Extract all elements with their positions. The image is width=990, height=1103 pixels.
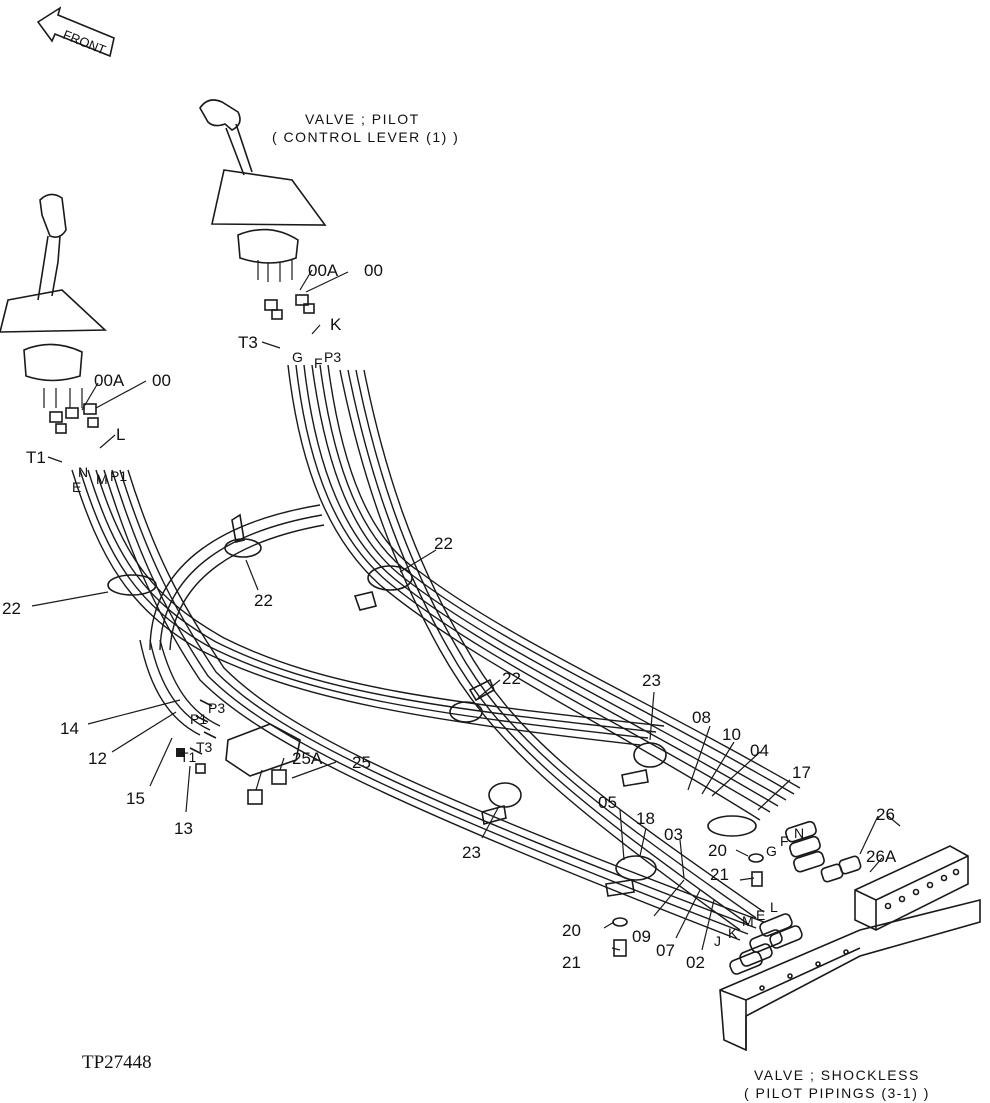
- callout-00a-left: 00A: [94, 371, 125, 390]
- callout-22-center: 22: [502, 669, 521, 688]
- end-port-f: F: [780, 833, 789, 849]
- callout-08: 08: [692, 708, 711, 727]
- hose-end-fittings: [729, 820, 862, 975]
- bottom-valve-caption: VALVE ; SHOCKLESS ( PILOT PIPINGS (3-1) …: [744, 1067, 930, 1101]
- callout-23-lower: 23: [462, 843, 481, 862]
- callout-22-mid: 22: [254, 591, 273, 610]
- callout-15: 15: [126, 789, 145, 808]
- drawing-code: TP27448: [82, 1052, 152, 1073]
- callout-26a: 26A: [866, 847, 897, 866]
- clamp-18: [615, 855, 657, 881]
- port-p3-mid: P3: [208, 700, 225, 716]
- end-port-l: L: [770, 899, 778, 915]
- clamp-23-lower: [488, 782, 522, 808]
- callout-22-left: 22: [2, 599, 21, 618]
- callout-20-upper: 20: [708, 841, 727, 860]
- clamp-23-right: [633, 742, 667, 768]
- bottom-valve-subtitle: ( PILOT PIPINGS (3-1) ): [744, 1085, 930, 1101]
- callout-05: 05: [598, 793, 617, 812]
- port-l: L: [116, 425, 125, 444]
- hose-bundles: [71, 364, 801, 941]
- front-arrow: FRONT: [36, 6, 115, 58]
- callout-13: 13: [174, 819, 193, 838]
- port-t1-mid: T1: [180, 749, 197, 765]
- callout-12: 12: [88, 749, 107, 768]
- left-control-lever: [0, 193, 107, 434]
- end-port-m: M: [742, 913, 754, 929]
- callout-21-lower: 21: [562, 953, 581, 972]
- fasteners: [612, 853, 764, 957]
- top-valve-caption: VALVE ; PILOT ( CONTROL LEVER (1) ): [272, 111, 459, 145]
- callout-10: 10: [722, 725, 741, 744]
- port-t3-mid: T3: [196, 739, 213, 755]
- small-pilot-valve: [176, 699, 301, 805]
- right-control-lever: [199, 99, 327, 320]
- port-t1: T1: [26, 448, 46, 467]
- callout-09: 09: [632, 927, 651, 946]
- top-valve-title: VALVE ; PILOT: [305, 111, 420, 127]
- shockless-valve: [719, 845, 981, 1052]
- port-t3: T3: [238, 333, 258, 352]
- end-port-n: N: [794, 825, 804, 841]
- top-valve-subtitle: ( CONTROL LEVER (1) ): [272, 129, 459, 145]
- clamp-22-center: [449, 701, 483, 723]
- clamp-17: [707, 815, 757, 837]
- callout-18: 18: [636, 809, 655, 828]
- port-e: E: [72, 479, 81, 495]
- callout-25a: 25A: [292, 749, 323, 768]
- callout-26: 26: [876, 805, 895, 824]
- port-g: G: [292, 349, 303, 365]
- end-port-e: E: [756, 907, 765, 923]
- callout-23-right: 23: [642, 671, 661, 690]
- front-label: FRONT: [61, 27, 108, 58]
- callout-14: 14: [60, 719, 79, 738]
- port-f: F: [314, 355, 323, 371]
- callout-04: 04: [750, 741, 769, 760]
- callout-03: 03: [664, 825, 683, 844]
- end-port-j: J: [714, 933, 721, 949]
- callout-labels: 00A 00 00A 00 T1 L N M P1 E T3 K G F P3 …: [2, 261, 897, 972]
- callout-00-left: 00: [152, 371, 171, 390]
- bottom-valve-title: VALVE ; SHOCKLESS: [754, 1067, 920, 1083]
- callout-22-right: 22: [434, 534, 453, 553]
- port-p1: P1: [110, 468, 127, 484]
- port-n: N: [78, 464, 88, 480]
- callout-07: 07: [656, 941, 675, 960]
- clamp-22-right: [367, 565, 413, 591]
- callout-17: 17: [792, 763, 811, 782]
- port-p3: P3: [324, 349, 341, 365]
- clamp-22-left: [107, 574, 157, 596]
- callout-25: 25: [352, 753, 371, 772]
- callout-00-right: 00: [364, 261, 383, 280]
- end-port-k: K: [728, 925, 738, 941]
- callout-00a-right: 00A: [308, 261, 339, 280]
- leader-lines: [31, 269, 901, 951]
- port-p1-mid: P1: [190, 711, 207, 727]
- callout-21-upper: 21: [710, 865, 729, 884]
- port-k: K: [330, 315, 342, 334]
- end-port-g: G: [766, 843, 777, 859]
- clamp-22-mid: [224, 538, 262, 558]
- callout-02: 02: [686, 953, 705, 972]
- port-m: M: [96, 471, 108, 487]
- clamps: [107, 513, 757, 897]
- callout-20-lower: 20: [562, 921, 581, 940]
